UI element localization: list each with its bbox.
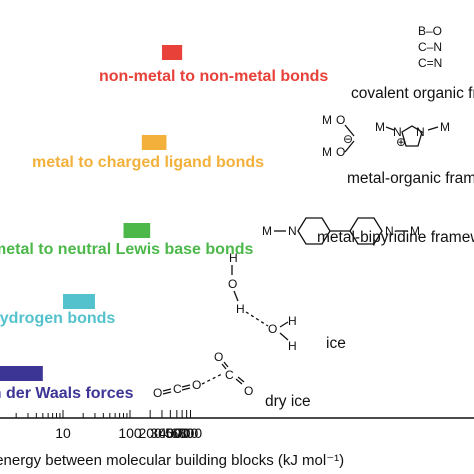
svg-text:⊖: ⊖ [343,132,353,146]
svg-text:O: O [153,386,162,400]
svg-text:B–O: B–O [418,24,442,38]
svg-text:O: O [336,145,345,159]
bar-label: metal to charged ligand bonds [32,154,264,171]
framework-annotation: metal-organic frameworks [347,170,474,187]
bar-metal-to-charged-ligand-bonds [141,135,167,150]
svg-text:C: C [225,368,234,382]
x-tick-label: 600 [170,425,194,441]
framework-annotation: dry ice [265,393,311,410]
bars-layer [0,45,183,381]
cof-structure-icon: B–O C–N C=N [418,24,442,70]
bar-labels-layer: non-metal to non-metal bonds metal to cha… [0,68,328,402]
svg-text:N: N [416,125,425,139]
svg-text:⊕: ⊕ [396,135,406,149]
x-axis-title: Bond energy between molecular building b… [0,452,344,469]
svg-text:C=N: C=N [418,56,442,70]
bar-label: hydrogen bonds [0,310,115,327]
x-tick-label: 500 [165,425,189,441]
bar-label: metal to neutral Lewis base bonds [0,241,253,258]
x-tick-label: 100 [118,425,142,441]
svg-text:O: O [214,350,223,364]
svg-text:H: H [236,302,245,316]
svg-text:M: M [410,224,420,238]
bar-label: non-metal to non-metal bonds [99,68,328,85]
framework-annotation: covalent organic frameworks [351,85,474,102]
svg-text:O: O [336,113,345,127]
bipyridine-structure-icon: M N N M [262,217,420,245]
dry-ice-structure-icon: O C O O C O [153,350,253,400]
svg-text:C–N: C–N [418,40,442,54]
svg-text:H: H [229,251,238,265]
bar-van-der-waals-forces [0,366,43,381]
framework-annotation: ice [326,335,346,352]
x-tick-label: 10 [55,425,71,441]
bar-non-metal-to-non-metal-bonds [161,45,183,60]
svg-text:H: H [288,314,297,328]
svg-text:N: N [385,224,394,238]
svg-text:M: M [322,145,332,159]
svg-text:O: O [192,378,201,392]
x-axis-ticks: 110100200300400500600700800 [0,410,202,441]
svg-text:O: O [268,322,277,336]
svg-text:N: N [393,125,402,139]
mof-structure-icon: M M O O ⊖ M N ⊕ N M [322,113,450,159]
svg-text:O: O [228,277,237,291]
x-axis: 110100200300400500600700800 Bond energy … [0,410,474,469]
bar-metal-to-neutral-lewis-base-bonds [123,223,151,238]
svg-text:C: C [173,382,182,396]
bar-label: van der Waals forces [0,385,134,402]
ice-structure-icon: H O H O H H [228,251,297,353]
svg-text:H: H [288,339,297,353]
x-tick-label: 400 [159,425,183,441]
svg-text:N: N [288,224,297,238]
svg-text:O: O [244,384,253,398]
svg-text:M: M [262,224,272,238]
svg-text:M: M [322,113,332,127]
x-tick-label: 200 [138,425,162,441]
svg-text:M: M [440,120,450,134]
x-tick-label: 300 [150,425,174,441]
svg-text:M: M [375,120,385,134]
x-tick-label: 800 [179,425,203,441]
x-tick-label: 700 [175,425,199,441]
bar-hydrogen-bonds [63,294,95,309]
